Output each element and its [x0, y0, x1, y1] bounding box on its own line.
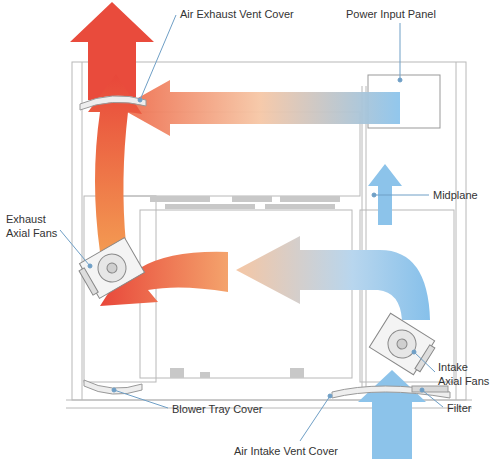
part-label: Filter [447, 401, 471, 415]
part-label: Intake Axial Fans [438, 360, 494, 388]
part-label: Air Exhaust Vent Cover [180, 7, 294, 21]
part-label: Power Input Panel [346, 7, 436, 21]
part-label: Exhaust Axial Fans [6, 212, 62, 240]
part-label: Air Intake Vent Cover [234, 444, 338, 458]
part-label: Blower Tray Cover [172, 402, 262, 416]
part-label: Midplane [433, 188, 478, 202]
